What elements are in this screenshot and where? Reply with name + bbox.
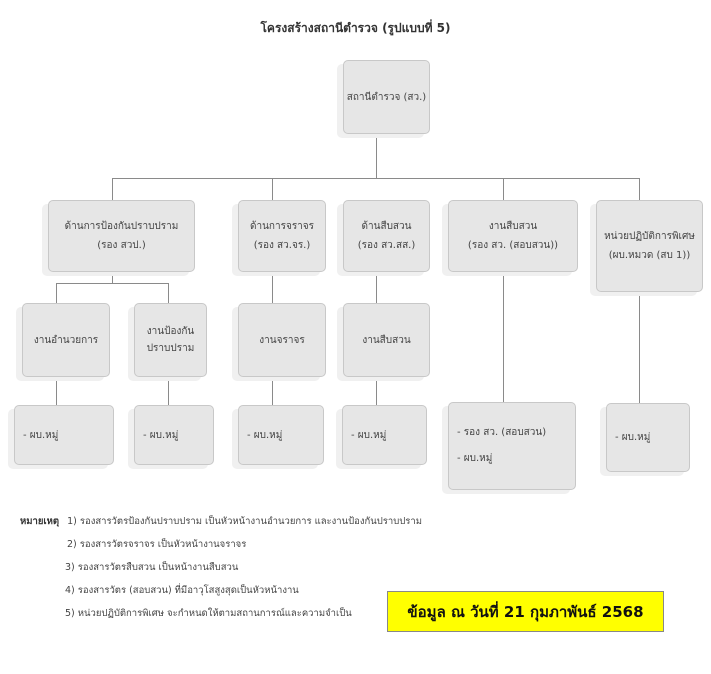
node-label: ด้านการป้องกันปราบปราม xyxy=(64,221,179,232)
notes: หมายเหตุ 1) รองสารวัตรป้องกันปราบปราม เป็… xyxy=(20,514,422,629)
node-label: ด้านสืบสวน xyxy=(361,221,412,232)
note-item: 5) หน่วยปฏิบัติการพิเศษ จะกำหนดให้ตามสถา… xyxy=(65,608,352,619)
node-label: - รอง สว. (สอบสวน) xyxy=(457,427,547,438)
node-label: งานอำนวยการ xyxy=(33,334,99,346)
connector xyxy=(56,283,57,303)
connector xyxy=(112,270,113,283)
node-root: สถานีตำรวจ (สว.) xyxy=(343,60,430,134)
node-label: งานป้องกัน xyxy=(146,326,195,337)
chart-title: โครงสร้างสถานีตำรวจ (รูปแบบที่ 5) xyxy=(260,21,451,35)
connector xyxy=(503,178,504,200)
notes-label: หมายเหตุ xyxy=(20,516,60,527)
connector xyxy=(56,375,57,405)
node-squad-leader: - ผบ.หมู่ xyxy=(238,405,324,465)
node-label: - ผบ.หมู่ xyxy=(247,429,283,441)
note-item: 1) รองสารวัตรป้องกันปราบปราม เป็นหัวหน้า… xyxy=(67,516,422,527)
connector xyxy=(376,132,377,178)
node-squad-leader: - ผบ.หมู่ xyxy=(342,405,427,465)
node-label: งานสืบสวน xyxy=(362,334,411,346)
node-label: ด้านการจราจร xyxy=(249,221,315,232)
node-sub: (รอง สว.สส.) xyxy=(357,240,416,251)
node-label: - ผบ.หมู่ xyxy=(143,429,179,441)
connector xyxy=(56,283,168,284)
data-date-badge: ข้อมูล ณ วันที่ 21 กุมภาพันธ์ 2568 xyxy=(387,591,664,632)
note-item: 4) รองสารวัตร (สอบสวน) ที่มีอาวุโสสูงสุด… xyxy=(65,585,299,596)
node-suppression: งานป้องกันปราบปราม xyxy=(134,303,207,377)
connector xyxy=(112,178,113,200)
connector xyxy=(272,270,273,303)
node-traffic: ด้านการจราจร (รอง สว.จร.) xyxy=(238,200,326,272)
node-label: สถานีตำรวจ (สว.) xyxy=(346,91,427,103)
node-label: งานสืบสวน xyxy=(488,221,538,232)
connector xyxy=(376,375,377,405)
connector xyxy=(168,375,169,405)
node-traffic-work: งานจราจร xyxy=(238,303,326,377)
node-label: ปราบปราม xyxy=(146,343,195,354)
connector xyxy=(272,375,273,405)
node-inquiry-staff: - รอง สว. (สอบสวน) - ผบ.หมู่ xyxy=(448,402,576,490)
node-label: - ผบ.หมู่ xyxy=(23,429,59,441)
connector xyxy=(112,178,640,179)
node-label: งานจราจร xyxy=(259,334,305,346)
connector xyxy=(272,178,273,200)
note-item: 3) รองสารวัตรสืบสวน เป็นหน้างานสืบสวน xyxy=(65,562,239,573)
node-label: - ผบ.หมู่ xyxy=(457,453,493,464)
node-label: - ผบ.หมู่ xyxy=(615,432,651,443)
node-inquiry: งานสืบสวน (รอง สว. (สอบสวน)) xyxy=(448,200,578,272)
connector xyxy=(639,290,640,403)
connector xyxy=(503,270,504,402)
node-sub: (รอง สว. (สอบสวน)) xyxy=(467,240,559,251)
node-label: - ผบ.หมู่ xyxy=(351,429,387,441)
node-label: หน่วยปฏิบัติการพิเศษ xyxy=(604,231,695,242)
node-investigation: ด้านสืบสวน (รอง สว.สส.) xyxy=(343,200,430,272)
node-special-ops: หน่วยปฏิบัติการพิเศษ (ผบ.หมวด (สบ 1)) xyxy=(596,200,703,292)
node-squad-leader: - ผบ.หมู่ xyxy=(134,405,214,465)
node-sub: (ผบ.หมวด (สบ 1)) xyxy=(608,250,691,261)
node-prevention: ด้านการป้องกันปราบปราม (รอง สวป.) xyxy=(48,200,195,272)
node-squad-leader: - ผบ.หมู่ xyxy=(14,405,114,465)
node-admin: งานอำนวยการ xyxy=(22,303,110,377)
connector xyxy=(639,178,640,200)
note-item: 2) รองสารวัตรจราจร เป็นหัวหน้างานจราจร xyxy=(67,539,247,550)
connector xyxy=(168,283,169,303)
node-sub: (รอง สวป.) xyxy=(97,240,146,251)
node-squad-leader: - ผบ.หมู่ xyxy=(606,403,690,472)
node-sub: (รอง สว.จร.) xyxy=(253,240,311,251)
node-investigation-work: งานสืบสวน xyxy=(343,303,430,377)
connector xyxy=(376,270,377,303)
